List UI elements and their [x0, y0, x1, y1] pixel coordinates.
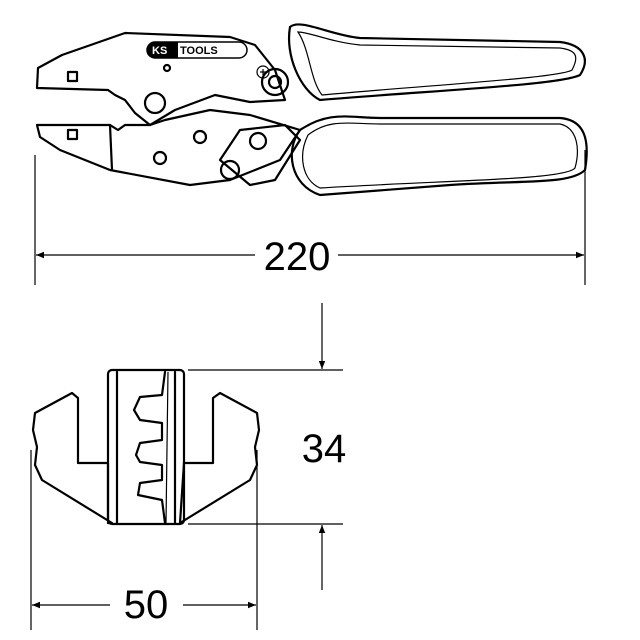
width-dimension: 50 [30, 450, 258, 630]
rivet [162, 63, 172, 73]
crimp-profile-edge [165, 371, 169, 524]
upper-handle-grip [296, 31, 577, 96]
square-hole [66, 70, 79, 83]
rivet [192, 129, 208, 145]
lower-jaw [35, 108, 302, 187]
upper-handle [287, 23, 586, 102]
pivot-lower [219, 159, 241, 181]
crimp-profile [132, 370, 167, 525]
die-left-wing [31, 391, 114, 525]
adjustment-wheel [260, 67, 290, 97]
length-dimension: 220 [34, 150, 586, 285]
die-body [106, 368, 186, 526]
svg-text:KS: KS [152, 45, 167, 57]
height-dimension: 34 [188, 303, 346, 590]
ks-tools-logo: KS TOOLS [146, 41, 248, 59]
lower-handle-grip [302, 122, 578, 189]
pivot-upper [143, 91, 167, 115]
adjustment-wheel-hub [267, 74, 283, 90]
pivot-link [248, 131, 268, 151]
upper-jaw [35, 31, 287, 127]
screw-icon [256, 65, 270, 79]
screw-cross [260, 69, 266, 75]
lower-handle [290, 115, 588, 197]
svg-text:TOOLS: TOOLS [180, 45, 218, 57]
square-hole [66, 128, 79, 141]
length-label: 220 [264, 235, 331, 279]
jaw-seam [108, 123, 114, 172]
height-label: 34 [302, 427, 347, 471]
rivet [152, 150, 168, 166]
crimping-die-front-view [31, 368, 261, 526]
width-label: 50 [124, 583, 169, 627]
link-plate [218, 123, 302, 187]
die-right-wing [178, 391, 261, 525]
crimping-plier-side-view: KS TOOLS [35, 23, 588, 197]
